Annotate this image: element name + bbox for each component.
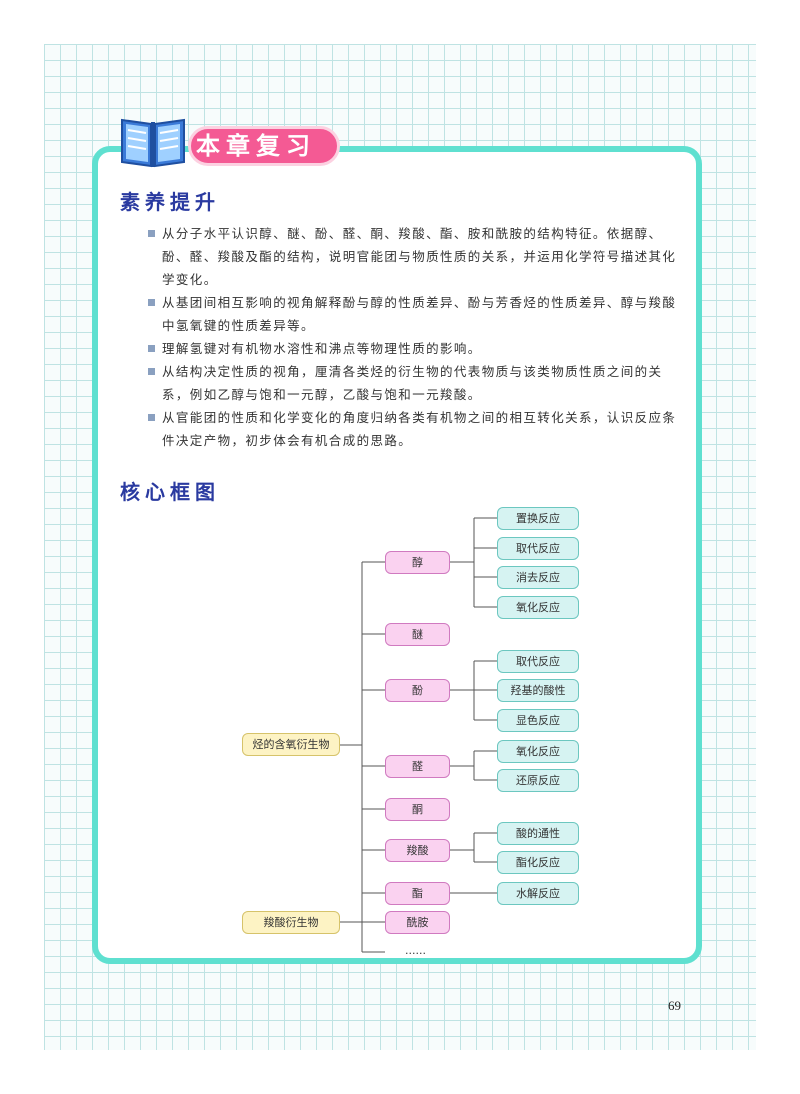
- class-node-phenol: 酚: [385, 679, 450, 702]
- reaction-node: 还原反应: [497, 769, 579, 792]
- open-book-icon: [121, 118, 185, 168]
- reaction-node: 氧化反应: [497, 740, 579, 763]
- class-node-ether: 醚: [385, 623, 450, 646]
- section-title-literacy: 素养提升: [120, 190, 220, 214]
- reaction-node: 水解反应: [497, 882, 579, 905]
- bullet-item: 从基团间相互影响的视角解释酚与醇的性质差异、酚与芳香烃的性质差异、醇与羧酸中氢氧…: [148, 291, 688, 337]
- class-node-carboxylic-acid: 羧酸: [385, 839, 450, 862]
- class-node-ketone: 酮: [385, 798, 450, 821]
- class-node-ester: 酯: [385, 882, 450, 905]
- reaction-node: 羟基的酸性: [497, 679, 579, 702]
- reaction-node: 酯化反应: [497, 851, 579, 874]
- reaction-node: 氧化反应: [497, 596, 579, 619]
- page-number: 69: [668, 998, 681, 1013]
- root-node-oxygen-derivatives: 烃的含氧衍生物: [242, 733, 340, 756]
- bullet-item: 从结构决定性质的视角，厘清各类烃的衍生物的代表物质与该类物质性质之间的关系，例如…: [148, 360, 688, 406]
- reaction-node: 显色反应: [497, 709, 579, 732]
- reaction-node: 取代反应: [497, 537, 579, 560]
- root-node-acid-derivatives: 羧酸衍生物: [242, 911, 340, 934]
- literacy-bullet-list: 从分子水平认识醇、醚、酚、醛、酮、羧酸、酯、胺和酰胺的结构特征。依据醇、酚、醛、…: [148, 222, 688, 452]
- reaction-node: 置换反应: [497, 507, 579, 530]
- review-panel: [92, 146, 702, 964]
- reaction-node: 消去反应: [497, 566, 579, 589]
- chapter-badge: [188, 126, 340, 166]
- class-node-aldehyde: 醛: [385, 755, 450, 778]
- class-node-amide: 酰胺: [385, 911, 450, 934]
- bullet-item: 从分子水平认识醇、醚、酚、醛、酮、羧酸、酯、胺和酰胺的结构特征。依据醇、酚、醛、…: [148, 222, 688, 291]
- chapter-title: 本章复习: [196, 132, 316, 160]
- bullet-item: 理解氢键对有机物水溶性和沸点等物理性质的影响。: [148, 337, 688, 360]
- class-node-more: ......: [405, 944, 426, 957]
- section-title-framework: 核心框图: [120, 480, 220, 504]
- reaction-node: 酸的通性: [497, 822, 579, 845]
- class-node-alcohol: 醇: [385, 551, 450, 574]
- reaction-node: 取代反应: [497, 650, 579, 673]
- bullet-item: 从官能团的性质和化学变化的角度归纳各类有机物之间的相互转化关系，认识反应条件决定…: [148, 406, 688, 452]
